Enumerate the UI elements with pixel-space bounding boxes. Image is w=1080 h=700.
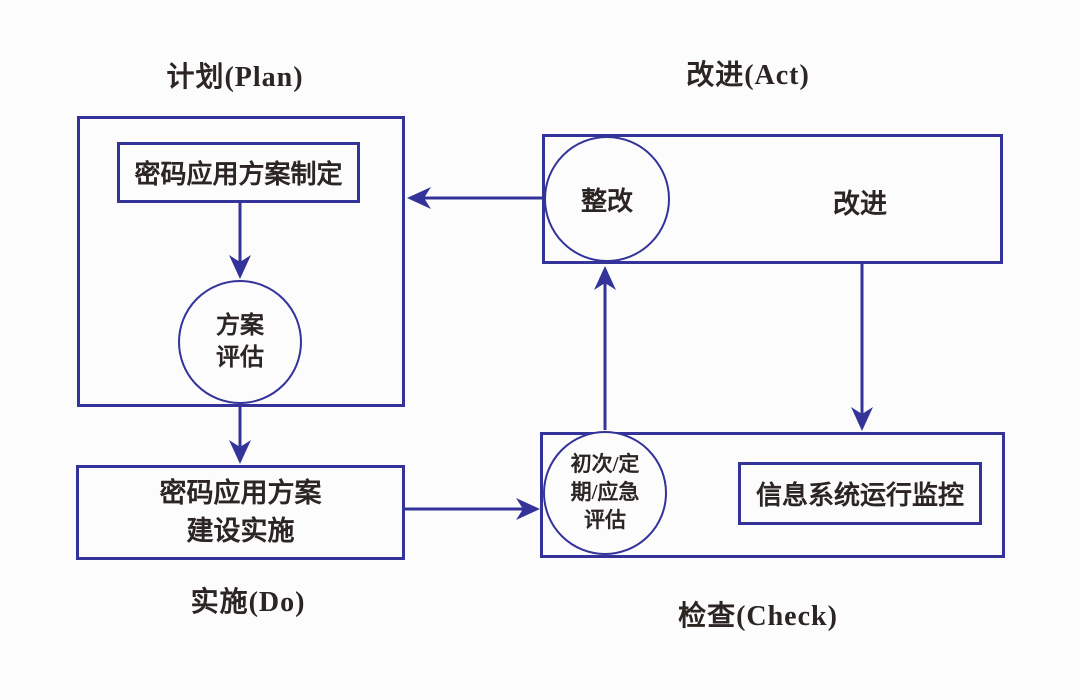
act-improve-label: 改进 bbox=[833, 189, 887, 219]
plan-scheme-box: 密码应用方案制定 bbox=[117, 142, 360, 203]
check-monitoring-box: 信息系统运行监控 bbox=[738, 462, 982, 525]
plan-outer-box bbox=[77, 116, 405, 407]
arrow-plan-to-do bbox=[229, 407, 251, 464]
arrow-check-to-act bbox=[594, 266, 616, 430]
title-do: 实施(Do) bbox=[190, 587, 306, 618]
plan-evaluation-circle: 方案 评估 bbox=[178, 280, 302, 404]
check-assessment-circle: 初次/定 期/应急 评估 bbox=[543, 431, 667, 555]
arrow-act-to-check bbox=[851, 264, 873, 431]
act-outer-box bbox=[542, 134, 1003, 264]
title-plan: 计划(Plan) bbox=[166, 62, 304, 93]
act-rectify-circle: 整改 bbox=[544, 136, 670, 262]
check-outer-box bbox=[540, 432, 1005, 558]
arrow-act-to-plan bbox=[407, 187, 542, 209]
title-check: 检查(Check) bbox=[678, 601, 838, 632]
title-act: 改进(Act) bbox=[686, 60, 810, 91]
arrow-do-to-check bbox=[405, 498, 540, 520]
do-implementation-box: 密码应用方案 建设实施 bbox=[76, 465, 405, 560]
